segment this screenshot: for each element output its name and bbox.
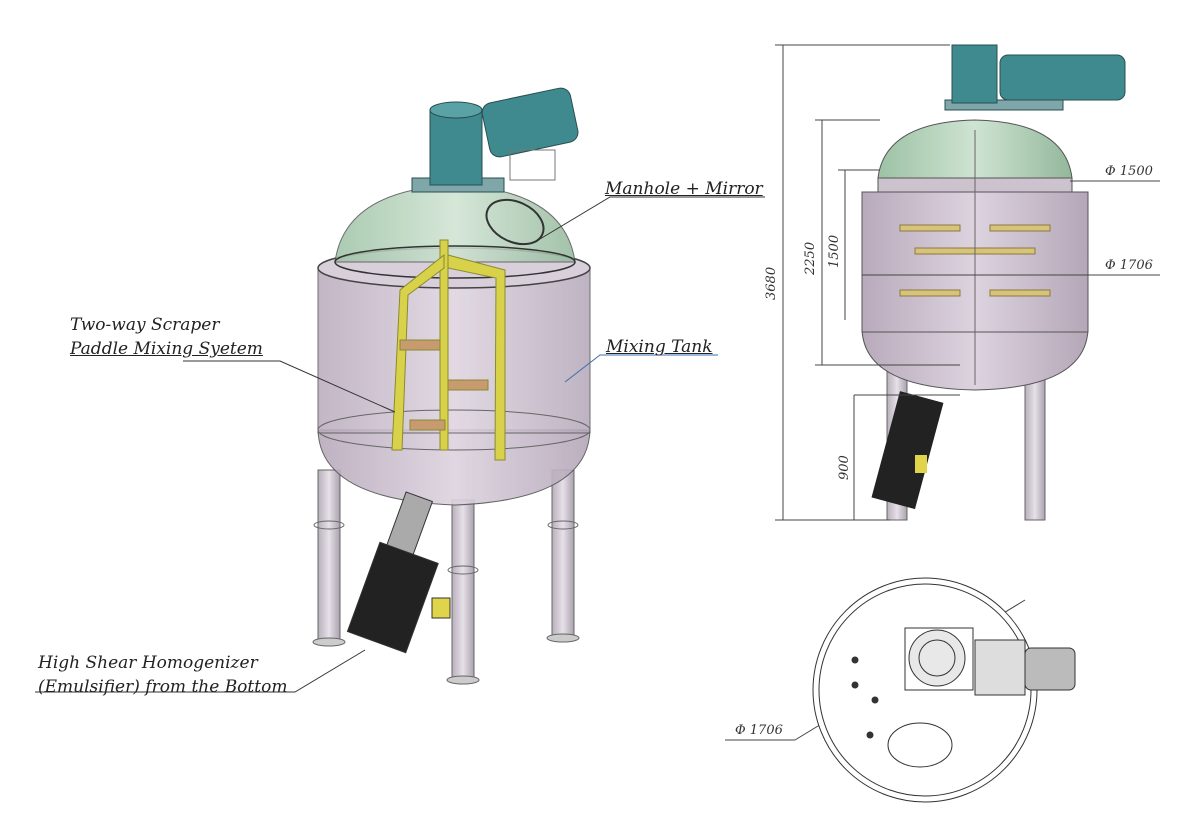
dim-outer-diameter: Φ 1706 <box>1105 258 1153 273</box>
dim-leg-height: 900 <box>837 455 852 480</box>
callout-mixing-tank: Mixing Tank <box>606 337 713 357</box>
dim-plan-diameter: Φ 1706 <box>735 723 783 738</box>
callout-homogenizer-line1: High Shear Homogenizer <box>38 653 258 673</box>
agitator-motor <box>411 87 579 193</box>
bottom-homogenizer <box>346 491 451 654</box>
callout-scraper-line1: Two-way Scraper <box>70 315 220 335</box>
callout-manhole-mirror: Manhole + Mirror <box>605 179 763 199</box>
callout-scraper-line2: Paddle Mixing Syetem <box>70 339 263 359</box>
scraper-paddles <box>391 239 506 461</box>
isometric-tank <box>312 87 591 685</box>
dim-shell-height: 1500 <box>827 234 842 268</box>
dim-tank-height: 2250 <box>803 241 818 275</box>
callout-leaders <box>35 196 765 693</box>
tank-legs <box>312 469 580 685</box>
manhole <box>485 198 545 246</box>
dim-inner-diameter: Φ 1500 <box>1105 164 1153 179</box>
elevation-view <box>861 44 1126 521</box>
callout-homogenizer-line2: (Emulsifier) from the Bottom <box>38 677 288 697</box>
plan-view <box>812 577 1076 803</box>
dim-total-height: 3680 <box>764 266 779 300</box>
